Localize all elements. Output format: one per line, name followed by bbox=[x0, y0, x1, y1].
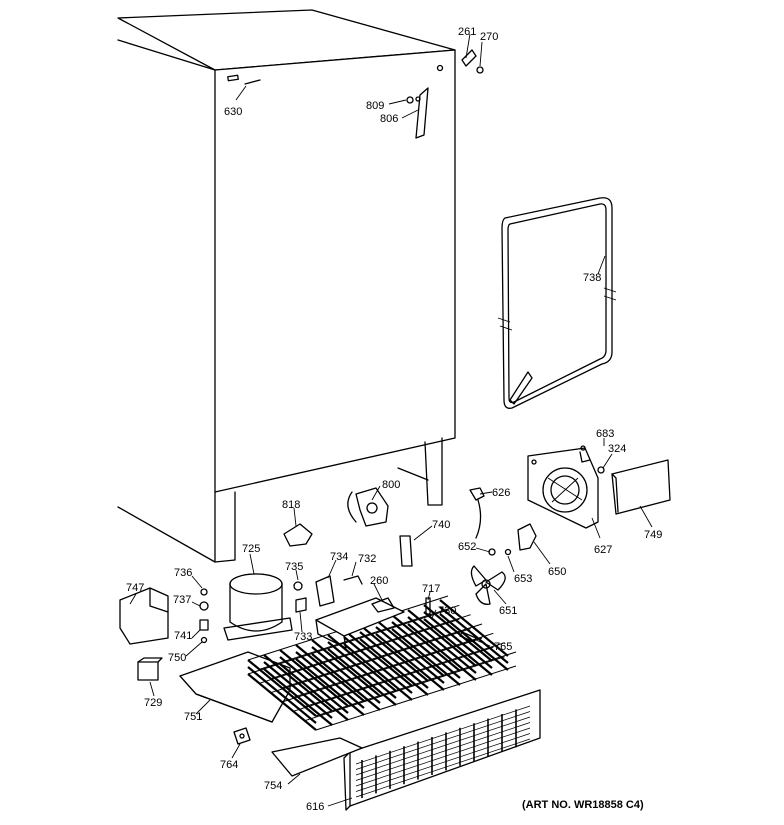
coil-line bbox=[343, 643, 413, 701]
callout-749: 749 bbox=[644, 529, 662, 541]
cover-plate bbox=[611, 459, 671, 515]
coil-line bbox=[327, 648, 397, 706]
coil-line bbox=[355, 738, 531, 798]
callout-754: 754 bbox=[264, 780, 282, 792]
coil-line bbox=[439, 599, 509, 657]
callout-650: 650 bbox=[548, 566, 566, 578]
callout-800: 800 bbox=[382, 479, 400, 491]
coil-line bbox=[359, 631, 429, 689]
callout-737: 737 bbox=[173, 594, 191, 606]
callout-806: 806 bbox=[380, 113, 398, 125]
coil-line bbox=[407, 623, 477, 681]
callout-653: 653 bbox=[514, 573, 532, 585]
callout-627: 627 bbox=[594, 544, 612, 556]
coil-line bbox=[423, 618, 493, 676]
coil-line bbox=[355, 722, 531, 781]
gasket-frame bbox=[497, 197, 617, 409]
callout-747: 747 bbox=[126, 582, 144, 594]
coil-line bbox=[259, 618, 460, 684]
coil-line bbox=[355, 716, 531, 776]
hardware-parts bbox=[199, 49, 605, 644]
fan-shroud bbox=[527, 447, 599, 529]
base-grille bbox=[343, 689, 541, 811]
coil-line bbox=[315, 665, 517, 731]
coil-line bbox=[407, 616, 477, 674]
callout-683: 683 bbox=[596, 428, 614, 440]
coil-line bbox=[375, 626, 445, 684]
callout-717: 717 bbox=[422, 583, 440, 595]
gasket-strip bbox=[271, 737, 363, 777]
coil-line bbox=[270, 628, 471, 694]
coil-line bbox=[439, 606, 509, 664]
coil-line bbox=[375, 633, 445, 691]
coil-line bbox=[247, 666, 317, 724]
coil-line bbox=[247, 609, 449, 675]
coil-line bbox=[263, 661, 333, 719]
callout-labels: 261 270 630 809 806 738 683 324 749 627 … bbox=[126, 26, 662, 813]
compressor bbox=[223, 573, 293, 641]
coil-line bbox=[293, 632, 494, 698]
cabinet bbox=[117, 9, 456, 563]
callout-738: 738 bbox=[583, 272, 601, 284]
coil-line bbox=[270, 614, 471, 680]
art-number: (ART NO. WR18858 C4) bbox=[522, 799, 644, 811]
callout-765: 765 bbox=[494, 641, 512, 653]
callout-616: 616 bbox=[306, 801, 324, 813]
callout-652: 652 bbox=[458, 541, 476, 553]
callout-725: 725 bbox=[242, 543, 260, 555]
callout-764: 764 bbox=[220, 759, 238, 771]
coil-line bbox=[439, 613, 509, 671]
coil-line bbox=[355, 705, 531, 765]
coil-line bbox=[423, 611, 493, 669]
coil-line bbox=[327, 641, 397, 699]
condenser-coil bbox=[247, 595, 517, 731]
drain-pan bbox=[315, 597, 405, 649]
coil-line bbox=[281, 637, 483, 703]
callout-809: 809 bbox=[366, 100, 384, 112]
callout-733: 733 bbox=[294, 631, 312, 643]
mounting-bracket bbox=[233, 727, 251, 745]
callout-750: 750 bbox=[168, 652, 186, 664]
callout-741: 741 bbox=[174, 630, 192, 642]
coil-line bbox=[359, 638, 429, 696]
callout-651: 651 bbox=[499, 605, 517, 617]
callout-732: 732 bbox=[358, 553, 376, 565]
callout-735: 735 bbox=[285, 561, 303, 573]
coil-line bbox=[355, 711, 531, 770]
coil-line bbox=[311, 646, 381, 704]
coil-line bbox=[259, 604, 460, 670]
callout-818: 818 bbox=[282, 499, 300, 511]
callout-751: 751 bbox=[184, 711, 202, 723]
coil-line bbox=[355, 727, 531, 787]
callout-630: 630 bbox=[224, 106, 242, 118]
callout-260: 260 bbox=[370, 575, 388, 587]
coil-line bbox=[391, 628, 461, 686]
callout-730: 730 bbox=[438, 605, 456, 617]
coil-line bbox=[304, 656, 505, 722]
callout-736: 736 bbox=[174, 567, 192, 579]
callout-261: 261 bbox=[458, 26, 476, 38]
leader-lines bbox=[129, 33, 653, 807]
coil-line bbox=[295, 651, 365, 709]
coil-line bbox=[391, 621, 461, 679]
callout-729: 729 bbox=[144, 697, 162, 709]
coil-line bbox=[293, 646, 494, 712]
callout-734: 734 bbox=[330, 551, 348, 563]
coil-line bbox=[281, 623, 483, 689]
relay-bracket bbox=[119, 587, 169, 681]
coil-line bbox=[279, 656, 349, 714]
coil-line bbox=[315, 651, 517, 717]
coil-line bbox=[355, 733, 531, 792]
callout-740: 740 bbox=[432, 519, 450, 531]
coil-line bbox=[343, 636, 413, 694]
callout-626: 626 bbox=[492, 487, 510, 499]
callout-324: 324 bbox=[608, 443, 626, 455]
coil-line bbox=[304, 642, 505, 708]
callout-270: 270 bbox=[480, 31, 498, 43]
